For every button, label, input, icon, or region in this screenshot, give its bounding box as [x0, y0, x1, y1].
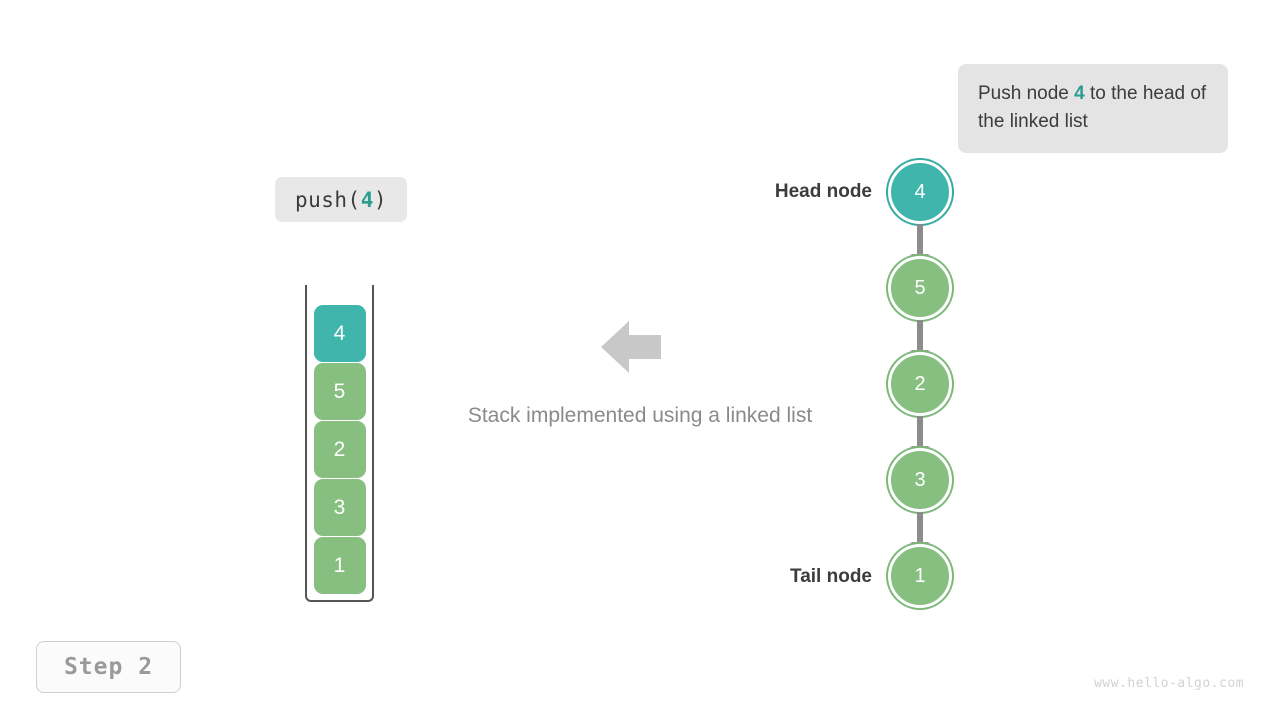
stack-cell: 2 [313, 421, 366, 478]
callout-text-before: Push node [978, 83, 1075, 104]
stack-cell: 1 [313, 537, 366, 594]
step-badge: Step 2 [36, 641, 181, 693]
callout-text-after: to the head of the linked list [978, 83, 1207, 132]
stack-cell-list: 4 5 2 3 1 [305, 305, 374, 594]
linked-list-node: 2 [888, 352, 952, 416]
diagram-caption: Stack implemented using a linked list [467, 404, 813, 427]
operation-label: push(4) [275, 177, 407, 222]
operation-name: push [294, 187, 348, 212]
callout-highlight-value: 4 [1074, 83, 1085, 104]
linked-list-node: 1 [888, 544, 952, 608]
tail-node-label: Tail node [790, 566, 872, 587]
linked-list-link [917, 512, 923, 552]
linked-list-node: 3 [888, 448, 952, 512]
operation-argument: 4 [360, 187, 374, 212]
linked-list-link [917, 224, 923, 264]
linked-list-link [917, 416, 923, 456]
left-arrow-icon [601, 318, 661, 376]
annotation-callout: Push node 4 to the head of the linked li… [958, 64, 1228, 154]
stack-cell: 4 [313, 305, 366, 362]
linked-list-link [917, 320, 923, 360]
stack-cell: 5 [313, 363, 366, 420]
operation-open-paren: ( [347, 187, 361, 212]
linked-list-node: 4 [888, 160, 952, 224]
operation-close-paren: ) [373, 187, 388, 212]
watermark: www.hello-algo.com [1094, 676, 1244, 691]
stack-visualization: 4 5 2 3 1 [305, 285, 374, 602]
stack-cell: 3 [313, 479, 366, 536]
linked-list-visualization: 4 5 2 3 1 [888, 160, 952, 610]
head-node-label: Head node [774, 181, 872, 202]
stack-container-outline [305, 285, 374, 602]
linked-list-node: 5 [888, 256, 952, 320]
